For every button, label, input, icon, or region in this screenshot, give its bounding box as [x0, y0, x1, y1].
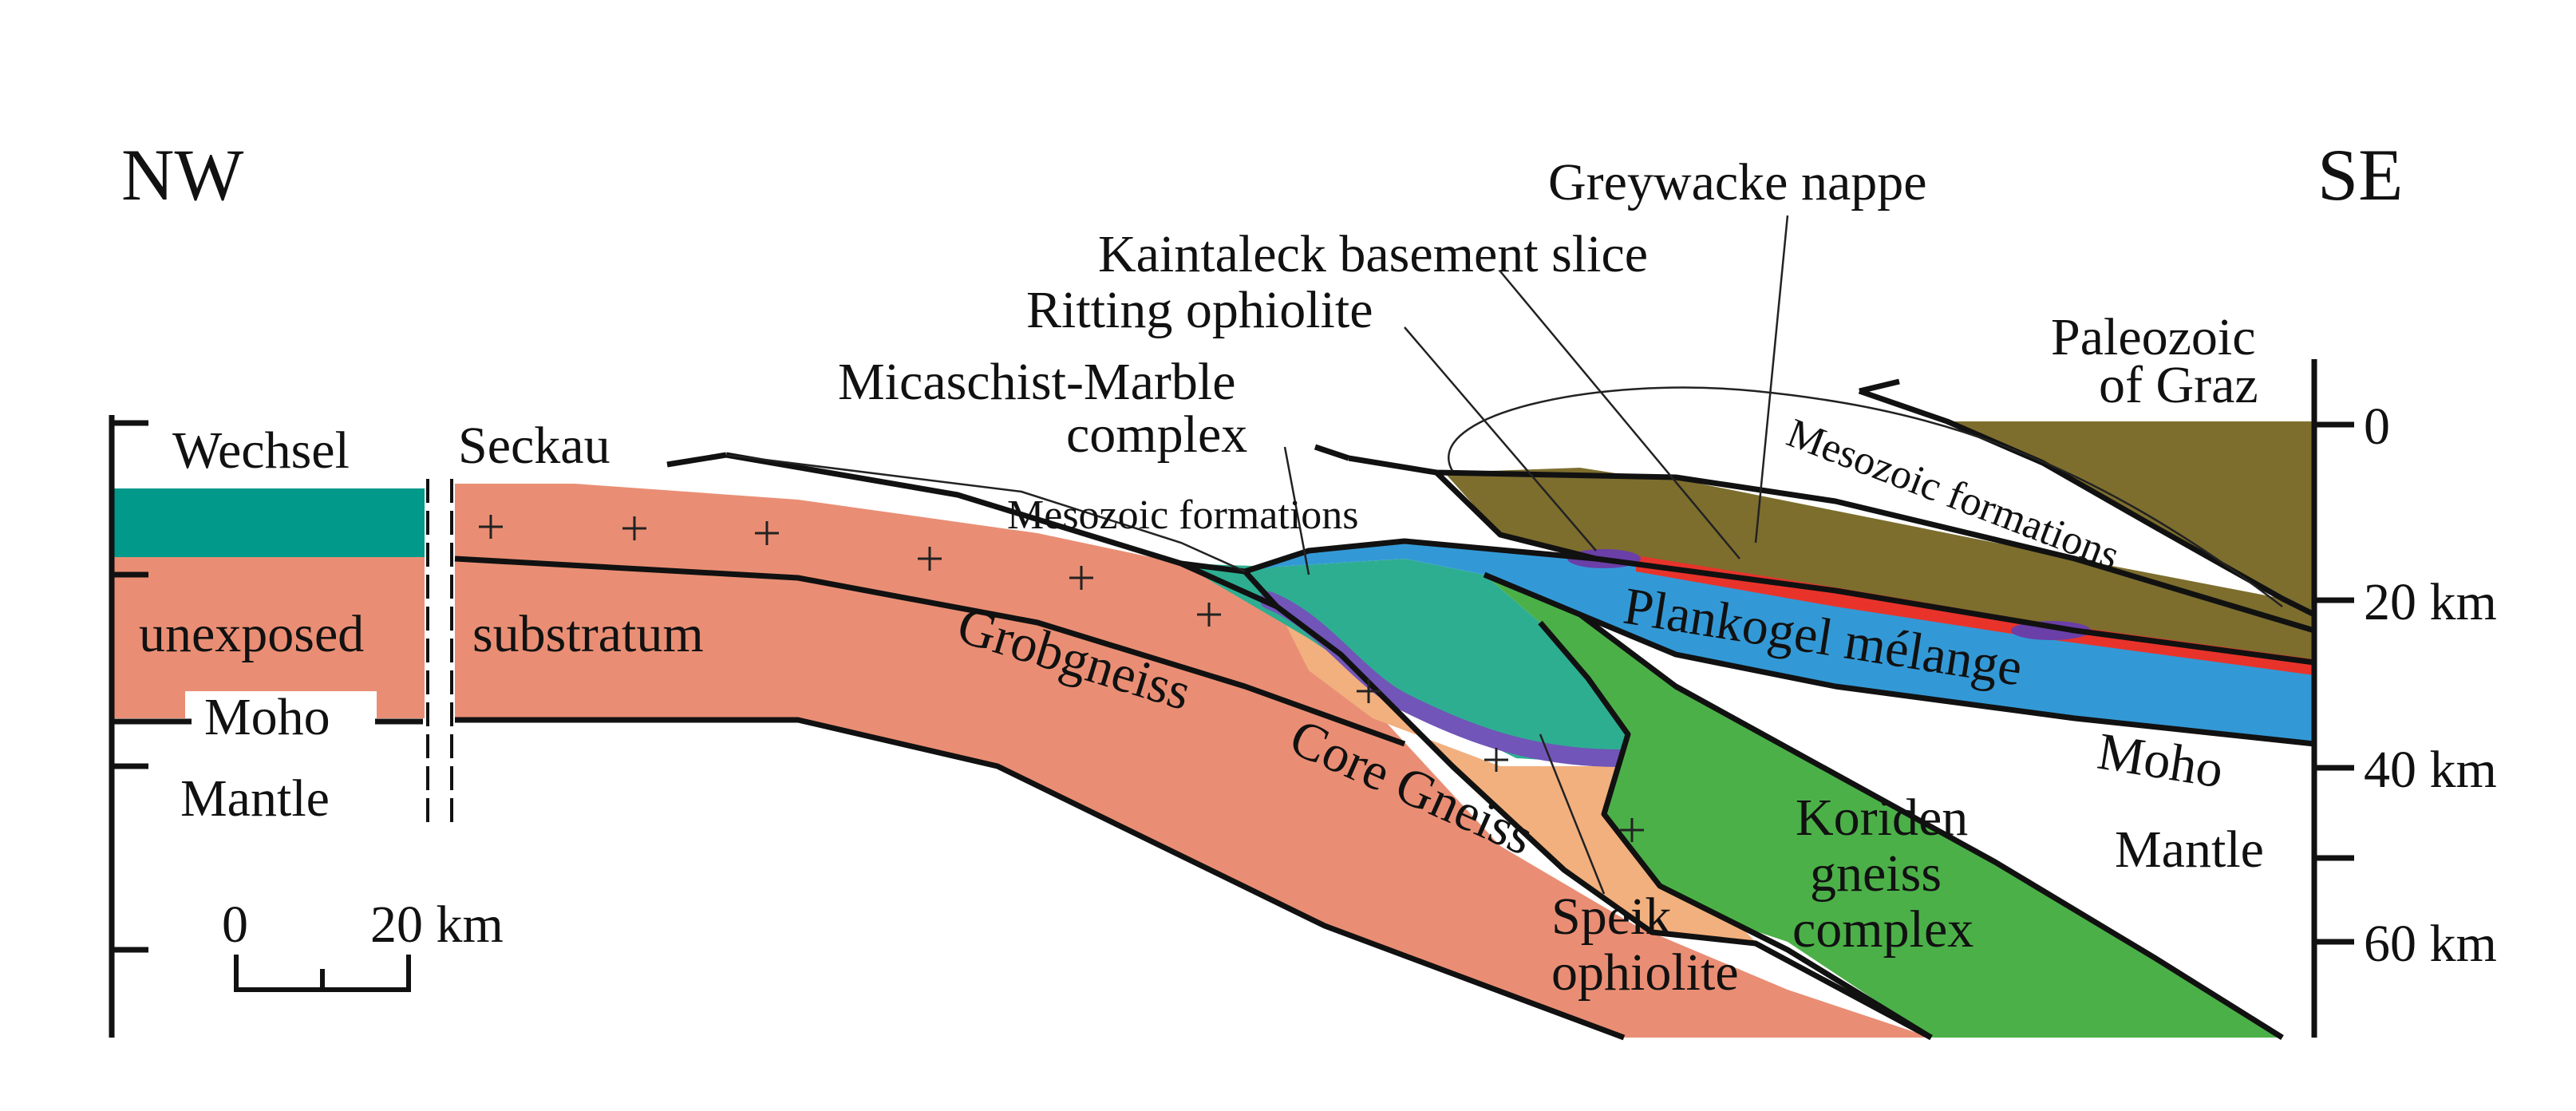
leader-speik	[1539, 733, 1606, 895]
leader-ritting	[1404, 326, 1597, 552]
graz-thrust	[1858, 388, 2316, 618]
plankogel-unit	[1245, 541, 2314, 744]
leader-kaintaleck	[1499, 271, 1740, 559]
koriden-unit	[1484, 575, 2282, 1038]
label-mantle-right: Mantle	[2115, 820, 2264, 879]
granite-crosses	[479, 515, 1644, 842]
label-seckau: Seckau	[458, 417, 610, 475]
substratum-top	[454, 556, 1406, 747]
moho-gap-white	[185, 691, 377, 723]
mesozoic-right-outline	[1448, 386, 2283, 607]
label-mantle-left: Mantle	[180, 769, 330, 828]
depth-label-60: 60 km	[2364, 915, 2497, 973]
label-se: SE	[2317, 134, 2403, 215]
basement-unit	[455, 484, 1931, 1038]
label-paleozoic-2: of Graz	[2099, 356, 2258, 414]
greywacke-thrust	[1434, 470, 1597, 562]
greywacke-nappe-unit	[1444, 472, 2314, 670]
scale-label-start: 0	[222, 896, 248, 954]
thrust-barb-seckau	[666, 452, 727, 468]
thrust-barb-graz	[1859, 378, 1900, 394]
leader-greywacke	[1754, 215, 1789, 544]
depth-label-40: 40 km	[2364, 741, 2497, 799]
wechsel-unit	[112, 488, 425, 557]
moho-line-main	[455, 717, 1626, 1041]
label-speik-1: Speik	[1551, 888, 1671, 946]
upper-thrust	[1348, 455, 2316, 634]
label-nw: NW	[121, 134, 243, 215]
label-mesozoic-left: Mesozoic formations	[1007, 492, 1358, 538]
scale-bar	[234, 955, 411, 992]
label-greywacke-nappe: Greywacke nappe	[1548, 153, 1927, 212]
koriden-boundary	[1538, 620, 1933, 1040]
label-micaschist-1: Micaschist-Marble	[838, 353, 1236, 411]
plankogel-base	[1483, 571, 2315, 747]
label-ritting: Ritting ophiolite	[1026, 281, 1373, 339]
seckau-thrust	[725, 452, 1933, 1041]
label-koriden-1: Koriden	[1796, 789, 1968, 847]
label-kaintaleck: Kaintaleck basement slice	[1098, 225, 1648, 283]
koriden-base	[1578, 612, 2284, 1040]
thrust-barb-upper	[1314, 444, 1350, 461]
label-koriden-3: complex	[1792, 900, 1973, 959]
leader-micaschist	[1283, 446, 1310, 575]
label-substratum: substratum	[472, 605, 704, 663]
label-micaschist-2: complex	[1066, 405, 1247, 464]
label-wechsel: Wechsel	[172, 421, 350, 480]
depth-label-0: 0	[2364, 397, 2390, 456]
label-paleozoic-1: Paleozoic	[2051, 308, 2256, 366]
label-moho-left: Moho	[204, 688, 330, 746]
label-speik-2: ophiolite	[1551, 943, 1739, 1002]
depth-label-20: 20 km	[2364, 573, 2497, 631]
mesozoic-left-outline	[725, 453, 1246, 573]
label-koriden-2: gneiss	[1810, 844, 1942, 903]
scale-label-end: 20 km	[370, 896, 504, 954]
label-unexposed: unexposed	[139, 605, 364, 663]
